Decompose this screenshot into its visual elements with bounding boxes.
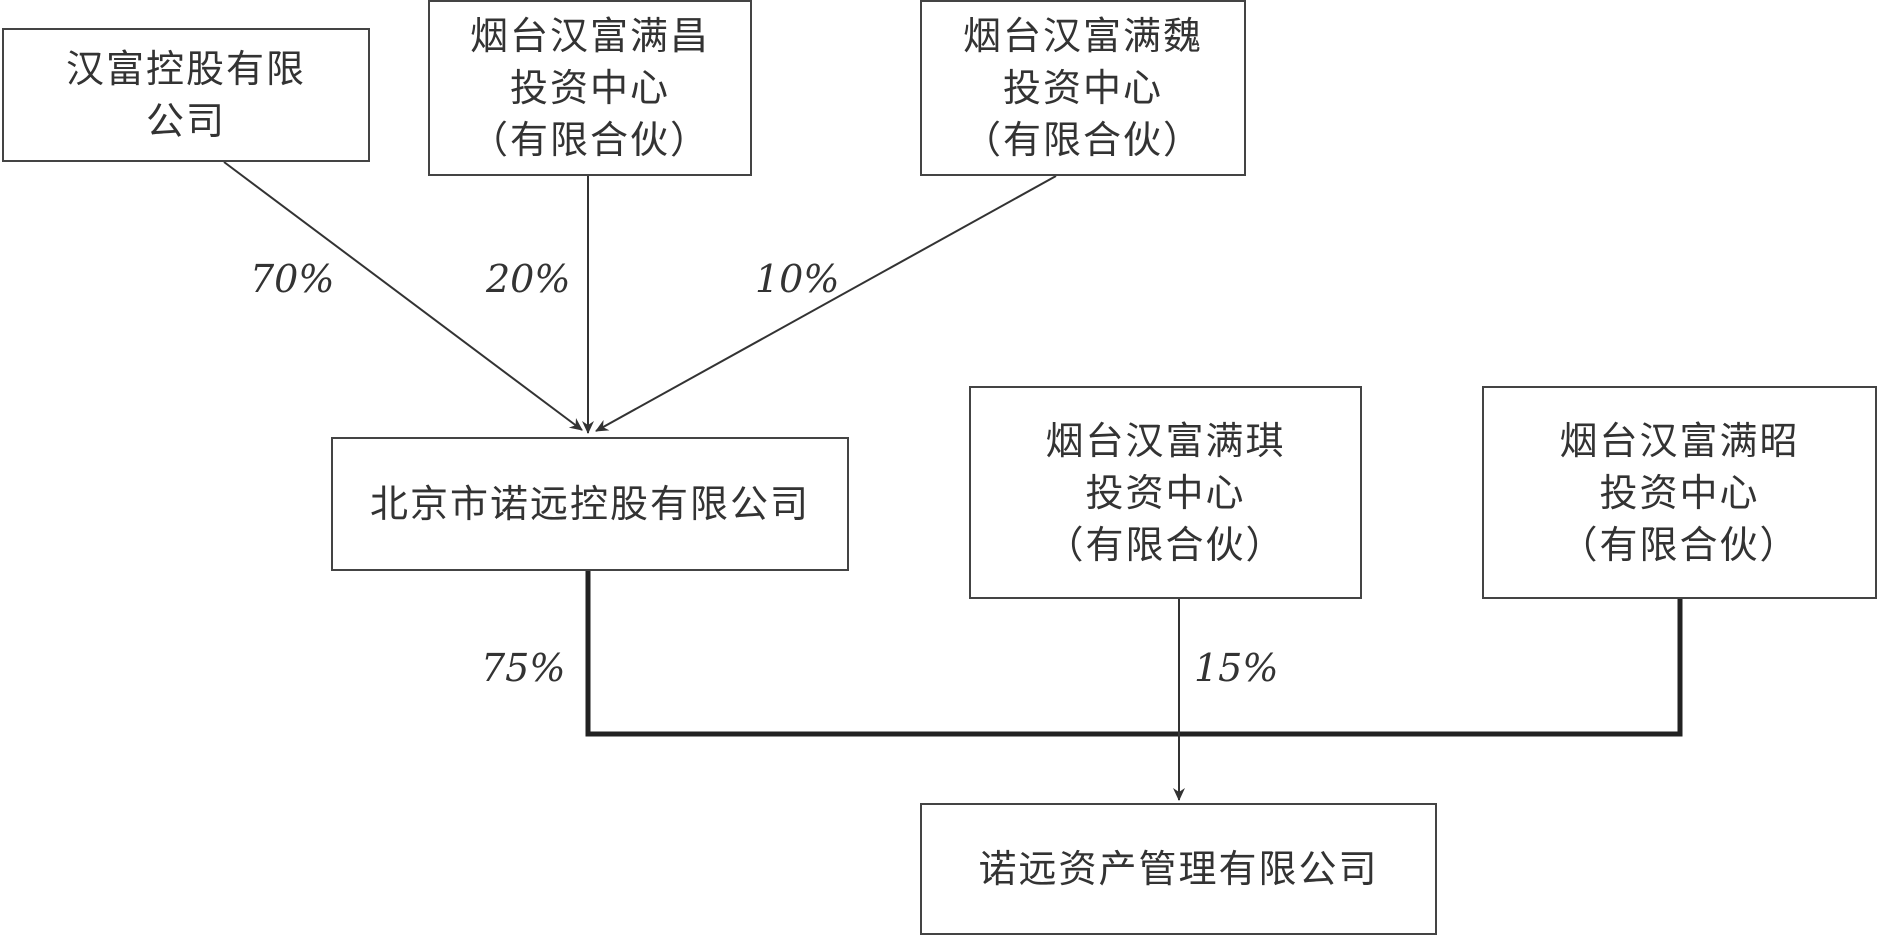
node-label-line: 投资中心 [1085,470,1246,515]
edge-label-20: 20% [486,257,571,301]
node-label-line: 烟台汉富满魏 [962,14,1203,58]
edge-label-15: 15% [1194,646,1279,690]
edge-label-70: 70% [250,257,335,301]
node-label-line: 汉富控股有限 [65,47,306,91]
node-nuoyuan-asset: 诺远资产管理有限公司 [920,803,1437,935]
node-label-line: 北京市诺远控股有限公司 [369,482,810,526]
node-label-line: 公司 [145,99,226,143]
node-yantai-zhao: 烟台汉富满昭 投资中心 （有限合伙） [1482,386,1877,599]
edge-beijing-to-bus [585,571,1683,737]
node-label-line: （有限合伙） [469,118,710,162]
node-beijing-nuoyuan: 北京市诺远控股有限公司 [331,437,849,571]
edge-wei-to-beijing [595,175,1057,432]
node-label-line: （有限合伙） [1559,522,1800,567]
edge-label-75: 75% [481,646,566,690]
edge-hanfu-to-beijing [223,161,583,431]
node-label-line: 诺远资产管理有限公司 [978,847,1379,891]
node-label-line: 投资中心 [1599,470,1760,515]
node-label-line: （有限合伙） [1045,522,1286,567]
node-hanfu-holdings: 汉富控股有限 公司 [2,28,370,162]
edge-label-10: 10% [755,257,840,301]
node-label-line: 烟台汉富满昭 [1559,418,1800,463]
node-label-line: 投资中心 [509,66,670,110]
node-label-line: 投资中心 [1002,66,1163,110]
node-label-line: （有限合伙） [962,118,1203,162]
node-label-line: 烟台汉富满琪 [1045,418,1286,463]
node-yantai-chang: 烟台汉富满昌 投资中心 （有限合伙） [428,0,752,176]
node-yantai-wei: 烟台汉富满魏 投资中心 （有限合伙） [920,0,1246,176]
node-label-line: 烟台汉富满昌 [469,14,710,58]
node-yantai-qi: 烟台汉富满琪 投资中心 （有限合伙） [969,386,1362,599]
